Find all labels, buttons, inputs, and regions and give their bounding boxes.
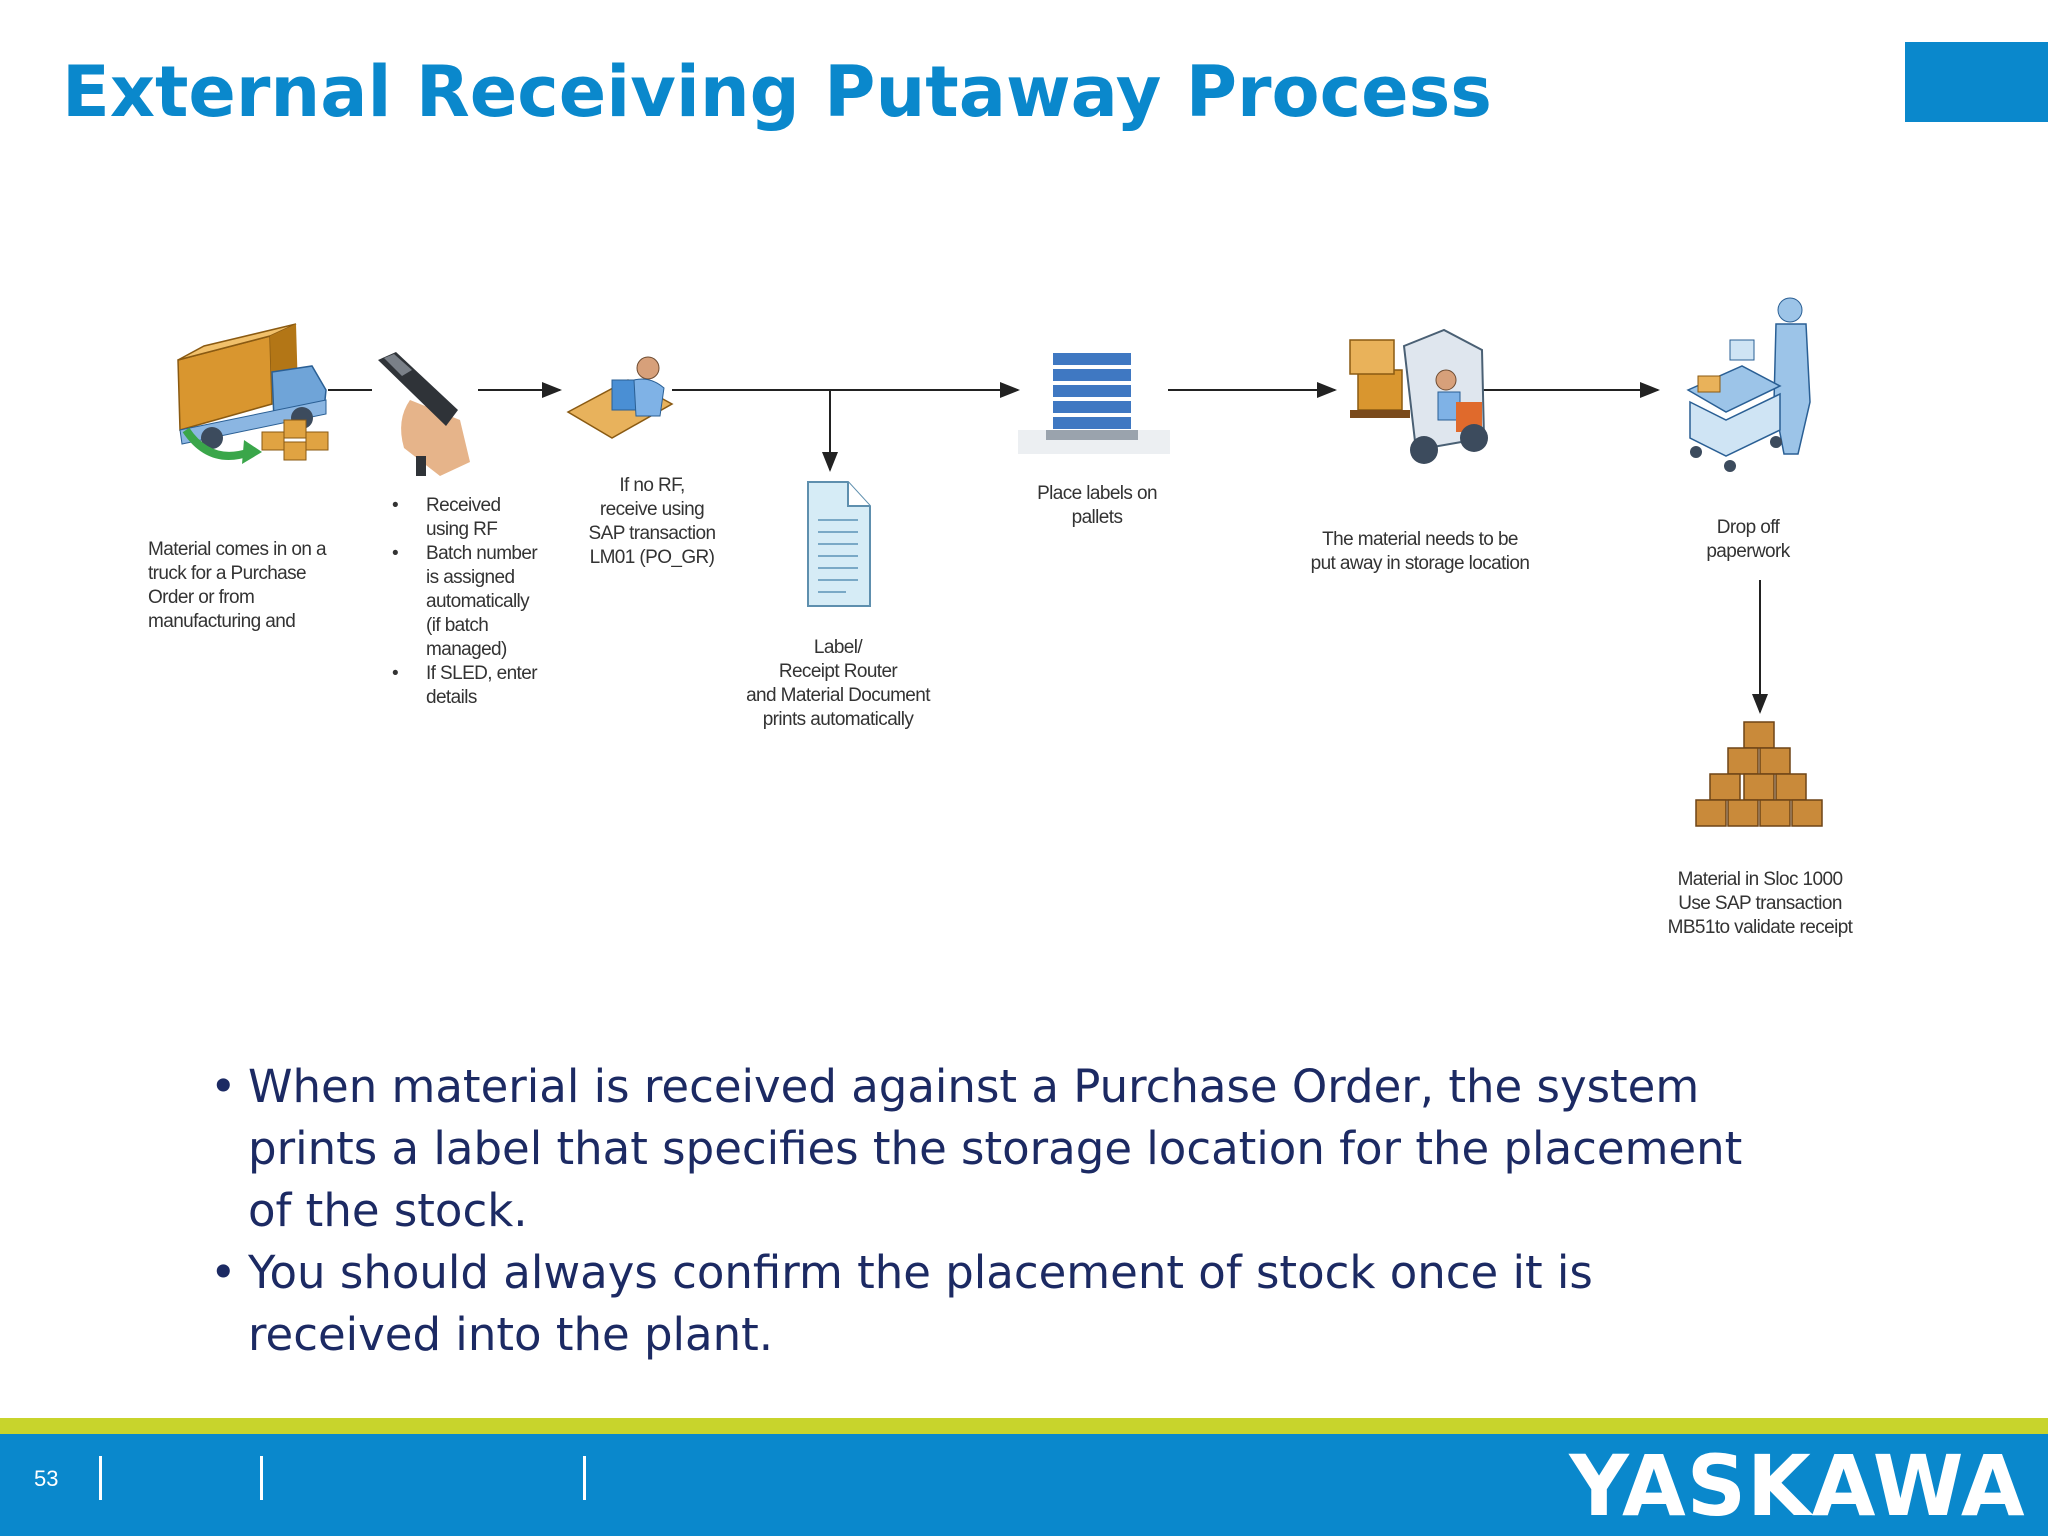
final-caption: Material in Sloc 1000 Use SAP transactio… bbox=[1667, 869, 1853, 938]
flow-arrows bbox=[328, 382, 1768, 714]
list-item: When material is received against a Purc… bbox=[210, 1056, 1770, 1242]
step1-caption: Material comes in on a truck for a Purch… bbox=[148, 539, 327, 632]
step3-caption: If no RF, receive using SAP transaction … bbox=[588, 475, 717, 568]
forklift-icon bbox=[1349, 328, 1488, 464]
step2-bullets: Received using RF Batch number is assign… bbox=[386, 494, 586, 710]
slide-title: External Receiving Putaway Process bbox=[62, 51, 1492, 133]
summary-bullets: When material is received against a Purc… bbox=[210, 1056, 1770, 1366]
computer-user-icon bbox=[566, 356, 674, 439]
corner-accent-block bbox=[1905, 42, 2048, 122]
footer-separator bbox=[99, 1456, 102, 1500]
rf-scanner-icon bbox=[378, 352, 470, 476]
list-item: Received using RF bbox=[386, 494, 586, 542]
document-caption: Label/ Receipt Router and Material Docum… bbox=[746, 637, 930, 730]
list-item: Batch number is assigned automatically (… bbox=[386, 542, 586, 662]
list-item: If SLED, enter details bbox=[386, 662, 586, 710]
footer-separator bbox=[583, 1456, 586, 1500]
list-item: You should always confirm the placement … bbox=[210, 1242, 1770, 1366]
footer-separator bbox=[260, 1456, 263, 1500]
delivery-truck-icon bbox=[177, 323, 329, 464]
step5-caption: The material needs to be put away in sto… bbox=[1310, 529, 1530, 574]
footer-bar: 53 YASKAWA bbox=[0, 1434, 2048, 1536]
process-flow-diagram: Material comes in on a truck for a Purch… bbox=[0, 280, 2048, 970]
pallet-stack-icon bbox=[1018, 351, 1170, 454]
footer-accent-stripe bbox=[0, 1418, 2048, 1434]
step4-caption: Place labels on pallets bbox=[1037, 483, 1157, 528]
diagram-graphics bbox=[177, 297, 1823, 827]
desk-worker-icon bbox=[1686, 297, 1811, 472]
step6-caption: Drop off paperwork bbox=[1706, 517, 1790, 562]
yaskawa-logo: YASKAWA bbox=[1569, 1437, 2026, 1535]
boxes-pile-icon bbox=[1695, 721, 1823, 827]
page-number: 53 bbox=[34, 1466, 59, 1491]
document-icon bbox=[807, 481, 871, 607]
